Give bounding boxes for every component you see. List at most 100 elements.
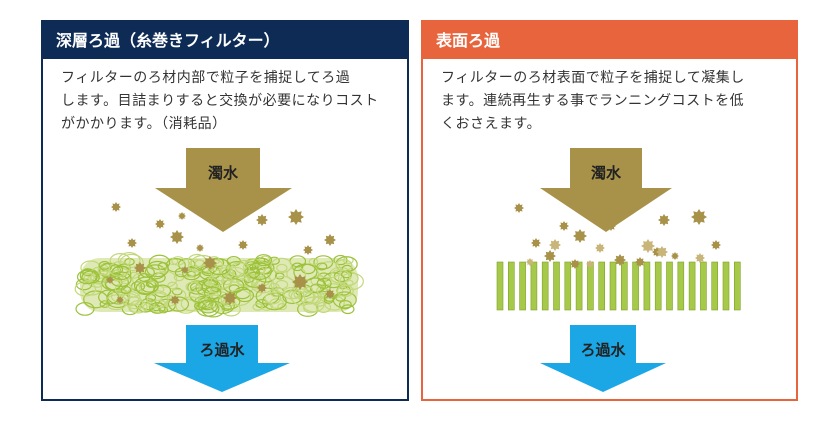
filter-bar: [722, 261, 730, 311]
fiber: [180, 296, 202, 312]
particle: [656, 246, 668, 258]
fiber: [219, 267, 231, 276]
fiber: [74, 281, 97, 297]
fiber: [303, 286, 314, 294]
particle: [595, 243, 605, 253]
particle: [134, 262, 146, 274]
fiber: [282, 289, 303, 305]
filter-bar: [530, 261, 538, 311]
surface-filtration-title: 表面ろ過: [423, 22, 796, 59]
particle: [155, 219, 165, 229]
fiber: [282, 286, 300, 300]
filter-bar: [553, 261, 560, 311]
fiber: [128, 300, 148, 314]
fiber: [222, 278, 245, 294]
fiber: [153, 284, 172, 298]
fiber: [293, 263, 318, 281]
fiber: [242, 258, 267, 276]
fiber: [335, 293, 346, 302]
surface-filtration-description: フィルターのろ材表面で粒子を捕捉して凝集し ます。連続再生する事でランニングコス…: [423, 59, 796, 136]
particle: [292, 274, 308, 290]
fiber: [229, 262, 251, 277]
turbid-water-arrow: [540, 148, 672, 232]
fiber: [97, 266, 110, 276]
fiber: [171, 256, 185, 266]
fiber: [173, 273, 185, 282]
fiber: [75, 278, 93, 291]
filter-bar: [666, 261, 673, 311]
filter-bar: [587, 261, 594, 311]
fiber: [119, 253, 144, 272]
desc-line: します。目詰まりすると交換が必要になりコスト: [61, 93, 379, 109]
fiber: [187, 280, 208, 295]
filter-bar: [507, 261, 515, 311]
filter-bar: [688, 261, 696, 311]
particle: [711, 240, 721, 250]
fiber: [275, 279, 289, 290]
particle: [573, 229, 587, 243]
fiber: [149, 302, 166, 314]
filter-bar: [609, 261, 617, 311]
turbid-water-label: 濁水: [591, 164, 622, 182]
filter-bar: [733, 261, 741, 311]
fiber: [250, 276, 275, 294]
fiber: [133, 276, 159, 295]
turbid-water-arrow: [155, 148, 292, 232]
particle: [178, 212, 186, 220]
fiber: [338, 299, 352, 310]
desc-line: がかかります。（消耗品）: [61, 116, 227, 132]
filtered-water-label: ろ過水: [580, 341, 626, 359]
particle: [614, 254, 626, 266]
particle: [544, 250, 556, 262]
filter-bar: [700, 261, 707, 311]
fiber: [316, 262, 328, 271]
depth-filtration-description: フィルターのろ材内部で粒子を捕捉してろ過 します。目詰まりすると交換が必要になり…: [43, 59, 407, 136]
filter-bar: [711, 261, 719, 311]
fiber: [114, 282, 133, 296]
filtered-water-label: ろ過水: [199, 341, 245, 359]
fiber: [308, 257, 319, 266]
fiber: [146, 260, 169, 278]
particle: [635, 257, 645, 267]
particle: [288, 209, 304, 225]
filter-bar: [620, 261, 628, 311]
fiber: [167, 281, 178, 290]
particle: [170, 295, 180, 305]
fiber: [316, 277, 332, 289]
filter-bar: [654, 261, 662, 311]
fiber: [198, 299, 218, 314]
fiber: [268, 256, 280, 265]
filter-bar: [632, 261, 639, 311]
surface-filter-media: [496, 261, 741, 311]
fiber: [221, 303, 232, 312]
particles: [106, 202, 721, 305]
particle: [606, 221, 616, 231]
fiber: [264, 292, 282, 305]
filtered-water-arrow: [540, 325, 666, 392]
fiber: [255, 287, 280, 305]
filter-bar: [564, 261, 572, 311]
fiber: [276, 263, 288, 273]
desc-line: ます。連続再生する事でランニングコストを低: [441, 93, 745, 109]
particle: [196, 244, 204, 252]
fiber: [185, 281, 201, 293]
particle: [238, 240, 248, 250]
fiber: [243, 271, 267, 288]
fiber: [341, 304, 355, 315]
particle: [223, 291, 237, 305]
fiber: [316, 286, 328, 295]
desc-line: くおさえます。: [441, 116, 542, 132]
fiber: [146, 292, 169, 309]
fiber: [270, 257, 293, 274]
particle: [531, 238, 541, 248]
particle: [671, 252, 679, 260]
particle: [257, 283, 267, 293]
particle: [559, 221, 569, 231]
fiber: [252, 303, 264, 311]
particle: [256, 214, 268, 226]
fiber: [247, 273, 262, 284]
desc-line: フィルターのろ材内部で粒子を捕捉してろ過: [61, 70, 351, 86]
particle: [324, 234, 336, 246]
fiber: [210, 296, 235, 315]
